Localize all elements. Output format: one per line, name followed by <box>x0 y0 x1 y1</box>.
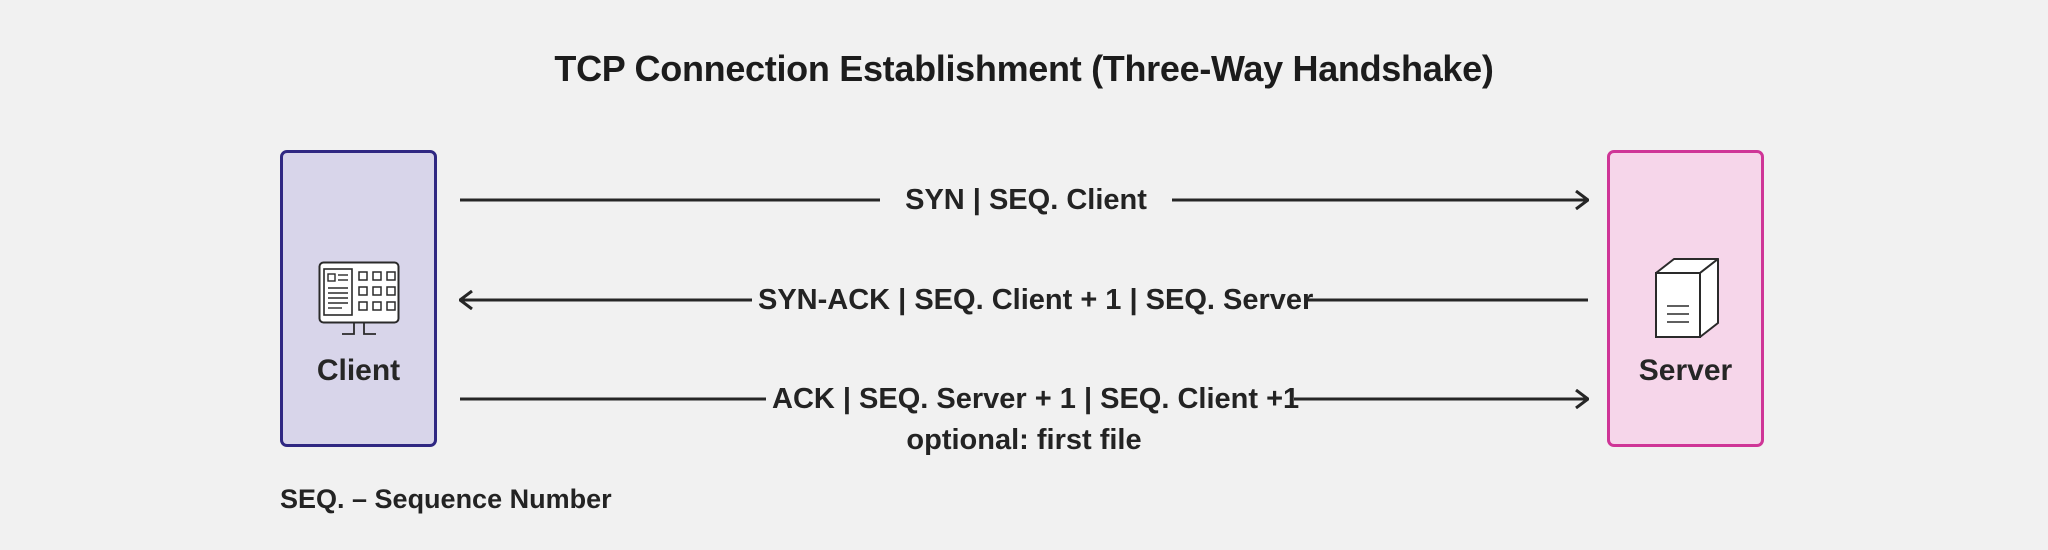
syn-message-label: SYN | SEQ. Client <box>880 182 1172 218</box>
seq-legend: SEQ. – Sequence Number <box>280 484 612 514</box>
diagram-title: TCP Connection Establishment (Three-Way … <box>554 48 1494 89</box>
server-label: Server <box>1638 354 1733 387</box>
client-label: Client <box>316 354 401 387</box>
syn-ack-message-label: SYN-ACK | SEQ. Client + 1 | SEQ. Server <box>752 282 1313 318</box>
server-tower-icon <box>1610 258 1761 342</box>
ack-message-label: ACK | SEQ. Server + 1 | SEQ. Client +1 <box>766 381 1299 417</box>
ack-optional-note: optional: first file <box>906 424 1142 456</box>
server-node: Server <box>1607 150 1764 447</box>
monitor-icon <box>283 261 434 339</box>
client-node: Client <box>280 150 437 447</box>
